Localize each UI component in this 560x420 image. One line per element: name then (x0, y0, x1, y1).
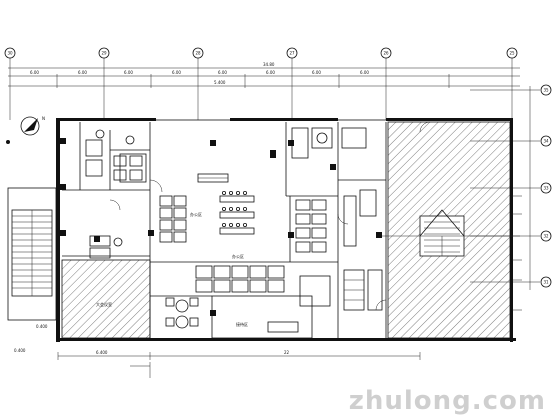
grid-bubble-25: 25 (509, 51, 515, 56)
workstations-right (295, 199, 327, 253)
core-stair (380, 209, 520, 257)
room-label-3: 办公区 (232, 253, 244, 259)
door-swings (109, 121, 431, 311)
bottom-dimension-lines (57, 352, 421, 378)
segment-dim-7: 6.00 (312, 70, 321, 75)
top-dimension-lines (8, 58, 520, 120)
right-leader-marks (6, 140, 522, 311)
north-label: N (42, 116, 45, 121)
meeting-tables-center (219, 190, 255, 235)
exterior-stair (7, 187, 57, 321)
structural-columns (60, 138, 382, 316)
hatched-zone-bottom-left (61, 259, 151, 339)
segment-dim-4: 6.00 (172, 70, 181, 75)
reception-counter (197, 173, 229, 183)
watermark: zhulong.com (348, 386, 546, 416)
grid-bubble-29: 29 (101, 51, 107, 56)
segment-dimension-texts: 6.00 6.00 6.00 6.00 6.00 6.00 6.00 6.00 (30, 70, 369, 75)
lounge-furniture (165, 275, 331, 333)
grid-bubble-33: 33 (543, 186, 549, 191)
workstations-bottom-row (195, 265, 285, 293)
bottom-dim-1: 6.400 (96, 350, 108, 355)
segment-dim-1: 6.00 (30, 70, 39, 75)
north-arrow-icon: N (20, 116, 45, 136)
level-mark-left: 0.400 (14, 348, 26, 353)
room-label-2: 办公区 (190, 211, 202, 217)
segment-dim-6: 6.00 (266, 70, 275, 75)
grid-bubble-31: 31 (543, 280, 549, 285)
segment-dim-8: 6.00 (360, 70, 369, 75)
workstations-left (159, 195, 187, 243)
bottom-dim-2: 22 (284, 350, 290, 355)
level-mark-top: 5.400 (214, 80, 226, 85)
grid-bubble-30: 30 (7, 51, 13, 56)
grid-bubble-34: 34 (543, 139, 549, 144)
segment-dim-2: 6.00 (78, 70, 87, 75)
grid-bubbles-top: 30 29 28 27 26 25 (4, 47, 518, 59)
segment-dim-3: 6.00 (124, 70, 133, 75)
exterior-walls (56, 118, 516, 342)
room-label-1: 大会议室 (96, 301, 112, 307)
grid-bubble-27: 27 (289, 51, 295, 56)
segment-dim-5: 6.00 (218, 70, 227, 75)
grid-bubble-32: 32 (543, 234, 549, 239)
room-label-4: 接待区 (236, 321, 248, 327)
right-rooms-fixtures (270, 127, 383, 311)
interior-partitions (62, 122, 387, 339)
grid-bubble-26: 26 (383, 51, 389, 56)
grid-bubble-35: 35 (543, 88, 549, 93)
overall-dimension-text: 34.80 (263, 62, 275, 67)
level-mark-left-2: 0.400 (36, 324, 48, 329)
grid-bubble-28: 28 (195, 51, 201, 56)
toilet-fixtures (85, 129, 143, 259)
